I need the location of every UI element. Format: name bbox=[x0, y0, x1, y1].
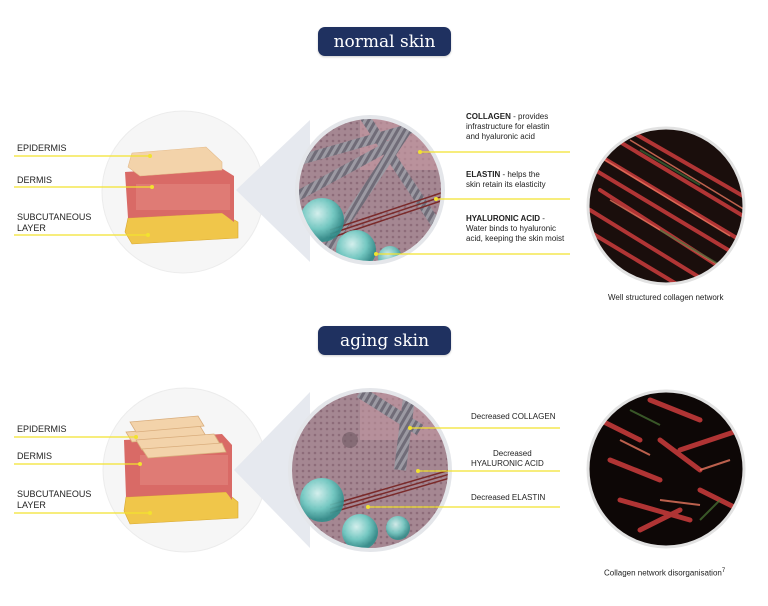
aging-hyaluronic-annotation-2: HYALURONIC ACID bbox=[471, 459, 544, 468]
hyaluronic-term: HYALURONIC ACID bbox=[466, 214, 541, 223]
aging-epidermis-label: EPIDERMIS bbox=[17, 424, 67, 434]
normal-hyaluronic-dot bbox=[374, 252, 378, 256]
aging-hyaluronic-annotation-1: Decreased bbox=[493, 449, 532, 458]
collagen-desc-1: - provides bbox=[510, 112, 549, 121]
aging-dermis-texture bbox=[140, 455, 228, 485]
normal-magnifier-cone bbox=[236, 120, 310, 262]
aging-collagen-dot bbox=[408, 426, 412, 430]
normal-epidermis-label: EPIDERMIS bbox=[17, 143, 67, 153]
aging-subcutaneous-block bbox=[123, 491, 239, 525]
aging-micrograph-border bbox=[586, 389, 746, 549]
collagen-desc-3: and hyaluronic acid bbox=[466, 132, 535, 141]
normal-magnified-border bbox=[295, 115, 445, 265]
normal-dermis-texture bbox=[136, 184, 230, 210]
aging-caption-footnote: 7 bbox=[721, 568, 726, 574]
elastin-term: ELASTIN bbox=[466, 170, 501, 179]
aging-collagen-annotation: Decreased COLLAGEN bbox=[471, 412, 556, 421]
normal-hyaluronic-annotation: HYALURONIC ACID - Water binds to hyaluro… bbox=[466, 214, 564, 244]
normal-magnified-view bbox=[297, 117, 443, 263]
aging-epidermis-dot bbox=[134, 435, 138, 439]
aging-micrograph bbox=[588, 391, 744, 547]
normal-skin-title: normal skin bbox=[318, 27, 451, 56]
aging-magnified-view bbox=[290, 390, 450, 550]
elastin-desc-2: skin retain its elasticity bbox=[466, 180, 546, 189]
aging-micrograph-caption: Collagen network disorganisation7 bbox=[604, 568, 725, 578]
collagen-desc-2: infrastructure for elastin bbox=[466, 122, 550, 131]
aging-epidermis-folds bbox=[125, 415, 227, 459]
normal-micrograph-caption: Well structured collagen network bbox=[608, 293, 724, 302]
normal-epidermis-dot bbox=[148, 154, 152, 158]
aging-dermis-dot bbox=[138, 462, 142, 466]
elastin-desc-1: - helps the bbox=[500, 170, 540, 179]
normal-elastin-dot bbox=[434, 197, 438, 201]
hyaluronic-desc-2: Water binds to hyaluronic bbox=[466, 224, 556, 233]
aging-magnified-border bbox=[288, 388, 452, 552]
aging-caption-text: Collagen network disorganisation bbox=[604, 568, 722, 578]
normal-subcutaneous-dot bbox=[146, 233, 150, 237]
aging-subcutaneous-dot bbox=[148, 511, 152, 515]
aging-layer-label: LAYER bbox=[17, 500, 46, 510]
normal-collagen-annotation: COLLAGEN - provides infrastructure for e… bbox=[466, 112, 550, 142]
aging-elastin-dot bbox=[366, 505, 370, 509]
aging-magnifier-cone bbox=[234, 392, 310, 548]
hyaluronic-desc-1: - bbox=[540, 214, 545, 223]
aging-elastin-annotation: Decreased ELASTIN bbox=[471, 493, 546, 502]
normal-micrograph-border bbox=[586, 126, 746, 286]
normal-dermis-dot bbox=[150, 185, 154, 189]
normal-layer-label: LAYER bbox=[17, 223, 46, 233]
hyaluronic-desc-3: acid, keeping the skin moist bbox=[466, 234, 565, 243]
normal-collagen-dot bbox=[418, 150, 422, 154]
normal-subcutaneous-label: SUBCUTANEOUS bbox=[17, 212, 92, 222]
normal-micrograph bbox=[588, 128, 744, 284]
aging-skin-title: aging skin bbox=[318, 326, 451, 355]
normal-epidermis-block bbox=[127, 146, 223, 177]
normal-dermis-label: DERMIS bbox=[17, 175, 53, 185]
collagen-term: COLLAGEN bbox=[466, 112, 511, 121]
aging-dermis-label: DERMIS bbox=[17, 451, 53, 461]
aging-hyaluronic-dot bbox=[416, 469, 420, 473]
aging-subcutaneous-label: SUBCUTANEOUS bbox=[17, 489, 92, 499]
normal-elastin-annotation: ELASTIN - helps the skin retain its elas… bbox=[466, 170, 546, 190]
